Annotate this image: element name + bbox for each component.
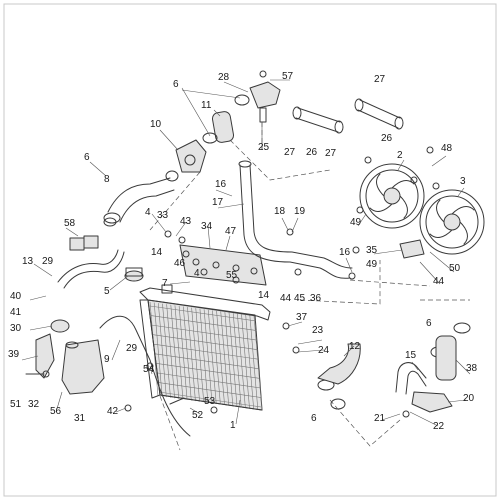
callout-17: 17 xyxy=(212,197,224,208)
callout-14b: 14 xyxy=(258,290,270,301)
hose-coupling xyxy=(249,70,281,123)
callout-23: 23 xyxy=(312,325,324,336)
callout-16a: 16 xyxy=(215,179,227,190)
hose-sleeve xyxy=(435,335,457,381)
radiator-cap xyxy=(124,267,144,282)
callout-49b: 49 xyxy=(366,259,378,270)
lower-hose-elbow xyxy=(317,343,361,385)
callout-15: 15 xyxy=(405,350,417,361)
thermostat-housing xyxy=(175,139,207,173)
callout-53: 53 xyxy=(204,396,216,407)
callout-6b: 6 xyxy=(84,152,90,163)
callout-22: 22 xyxy=(433,421,445,432)
callout-5: 5 xyxy=(104,286,110,297)
callout-18: 18 xyxy=(274,206,286,217)
expansion-tank xyxy=(61,339,105,395)
callout-54: 54 xyxy=(143,364,155,375)
callout-33: 33 xyxy=(157,210,169,221)
callout-34: 34 xyxy=(201,221,213,232)
callout-27a: 27 xyxy=(284,147,296,158)
callout-47: 47 xyxy=(225,226,237,237)
callout-4: 4 xyxy=(145,207,151,218)
fan-bracket xyxy=(399,239,425,259)
callout-4b: 4 xyxy=(194,268,200,279)
callout-36: 36 xyxy=(310,293,322,304)
water-pipe xyxy=(395,362,427,395)
diagram-frame xyxy=(3,3,497,497)
callout-52: 52 xyxy=(192,410,204,421)
bypass-hoses xyxy=(292,98,404,134)
callout-19: 19 xyxy=(294,206,306,217)
callout-32: 32 xyxy=(28,399,40,410)
callout-7: 7 xyxy=(162,278,168,289)
callout-31: 31 xyxy=(74,413,86,424)
assembly-guides xyxy=(149,122,470,451)
callout-26a: 26 xyxy=(306,147,318,158)
callout-41: 41 xyxy=(10,307,22,318)
callout-50: 50 xyxy=(449,263,461,274)
callout-10: 10 xyxy=(150,119,162,130)
callout-29b: 29 xyxy=(126,343,138,354)
mount-bracket xyxy=(179,244,267,286)
callout-14a: 14 xyxy=(151,247,163,258)
part-callouts: 1 2 3 4 4 5 6 6 6 6 7 8 9 10 11 12 13 14… xyxy=(8,71,478,432)
tank-bracket xyxy=(35,333,55,379)
callout-leaders xyxy=(21,79,471,427)
callout-48: 48 xyxy=(441,143,453,154)
callout-20: 20 xyxy=(463,393,475,404)
callout-6a: 6 xyxy=(173,79,179,90)
callout-21: 21 xyxy=(374,413,386,424)
callout-3: 3 xyxy=(460,176,466,187)
sleeve xyxy=(211,111,235,143)
coolant-tube xyxy=(238,160,353,279)
sensor-connector xyxy=(411,391,453,413)
callout-25: 25 xyxy=(258,142,270,153)
callout-27c: 27 xyxy=(374,74,386,85)
callout-45: 45 xyxy=(294,293,306,304)
callout-12: 12 xyxy=(349,341,361,352)
callout-9: 9 xyxy=(104,354,110,365)
callout-6c: 6 xyxy=(426,318,432,329)
callout-37: 37 xyxy=(296,312,308,323)
callout-26b: 26 xyxy=(381,133,393,144)
callout-11: 11 xyxy=(201,100,212,111)
callout-46: 46 xyxy=(174,258,186,269)
callout-2: 2 xyxy=(397,150,403,161)
callout-43: 43 xyxy=(180,216,192,227)
cooling-fan-left xyxy=(359,163,425,229)
callout-38: 38 xyxy=(466,363,478,374)
callout-29a: 29 xyxy=(42,256,54,267)
callout-57: 57 xyxy=(282,71,294,82)
callout-28: 28 xyxy=(218,72,230,83)
callout-8: 8 xyxy=(104,174,110,185)
callout-58: 58 xyxy=(64,218,76,229)
cooling-fan-right xyxy=(419,189,485,255)
callout-39: 39 xyxy=(8,349,20,360)
upper-hose xyxy=(103,177,175,224)
callout-55: 55 xyxy=(226,270,238,281)
callout-35: 35 xyxy=(366,245,378,256)
callout-51: 51 xyxy=(10,399,22,410)
tank-cap xyxy=(50,319,70,333)
breather-hose xyxy=(99,315,191,437)
callout-42: 42 xyxy=(107,406,119,417)
hose-clip xyxy=(69,235,99,251)
callout-44b: 44 xyxy=(433,276,445,287)
callout-27b: 27 xyxy=(325,148,337,159)
overflow-hose xyxy=(57,249,125,289)
callout-56: 56 xyxy=(50,406,62,417)
callout-49a: 49 xyxy=(350,217,362,228)
callout-6d: 6 xyxy=(311,413,317,424)
radiator-core xyxy=(139,284,271,411)
callout-16b: 16 xyxy=(339,247,351,258)
callout-44a: 44 xyxy=(280,293,292,304)
callout-40: 40 xyxy=(10,291,22,302)
callout-24: 24 xyxy=(318,345,330,356)
fasteners xyxy=(25,146,440,418)
callout-1: 1 xyxy=(230,420,236,431)
callout-13: 13 xyxy=(22,256,34,267)
callout-30: 30 xyxy=(10,323,22,334)
